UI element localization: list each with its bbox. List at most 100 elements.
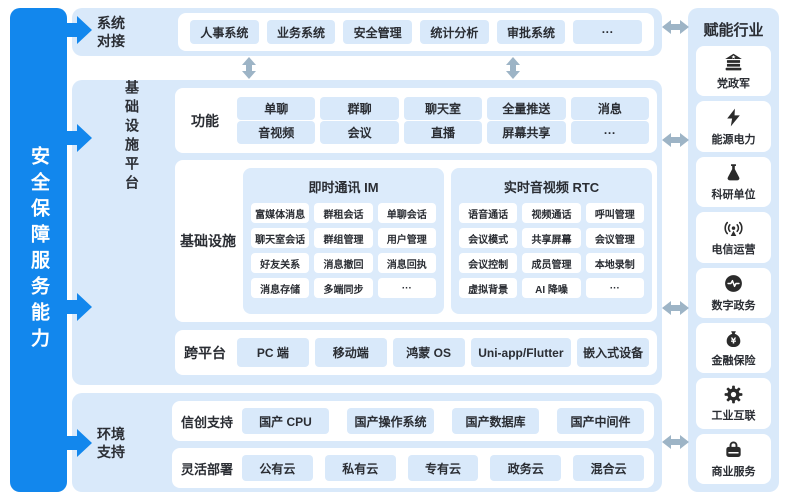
xinchuang-chip: 国产 CPU (242, 408, 329, 434)
double-arrow-horizontal-icon (662, 133, 689, 147)
industry-label: 党政军 (717, 78, 750, 91)
rtc-chip: 本地录制 (585, 253, 644, 273)
industry-label: 金融保险 (711, 355, 756, 368)
cross-platform-label: 跨平台 (184, 344, 226, 361)
feature-chip: 单聊 (237, 97, 316, 120)
industry-card: 数字政务 (696, 267, 771, 318)
feature-chip: 消息 (570, 97, 650, 120)
industry-label: 商业服务 (711, 465, 756, 478)
industry-card: 党政军 (696, 46, 771, 97)
industry-card: 工业互联 (696, 378, 771, 429)
industry-label: 数字政务 (711, 299, 756, 312)
infrastructure-row: 基础设施 即时通讯 IM 富媒体消息 群租会话 单聊会话 聊天室会话 群组管理 … (175, 160, 657, 322)
rtc-chip: 语音通话 (459, 203, 518, 223)
briefcase-icon (723, 439, 744, 461)
im-chip: 好友关系 (251, 253, 310, 273)
platform-label: 基础设施平台 (124, 80, 140, 194)
rtc-chip: 共享屏幕 (522, 228, 581, 248)
flask-icon (723, 162, 744, 184)
environment-panel: 环境支持 信创支持 国产 CPU 国产操作系统 国产数据库 国产中间件 灵活部署… (72, 393, 662, 492)
im-chip: 消息回执 (377, 253, 436, 273)
cross-platform-chip: 鸿蒙 OS (392, 338, 465, 367)
industry-card: 科研单位 (696, 156, 771, 208)
arrow-right-icon (66, 429, 92, 457)
double-arrow-vertical-icon (242, 57, 256, 79)
system-chip: 人事系统 (190, 20, 259, 44)
rtc-title: 实时音视频 RTC (503, 180, 600, 195)
security-capability-bar: 安全保障服务能力 (10, 8, 67, 492)
rtc-chip: AI 降噪 (522, 278, 581, 298)
rtc-chip: 呼叫管理 (585, 203, 644, 223)
im-chip: 富媒体消息 (251, 203, 310, 223)
feature-chip: 全量推送 (487, 97, 566, 120)
rtc-grid: 语音通话 视频通话 呼叫管理 会议模式 共享屏幕 会议管理 会议控制 成员管理 … (451, 203, 652, 298)
feature-chip: 聊天室 (403, 97, 483, 120)
money-bag-icon: ¥ (723, 328, 744, 350)
industry-card: 能源电力 (696, 101, 771, 152)
features-row: 功能 单聊 群聊 聊天室 全量推送 消息 音视频 会议 直播 屏幕共享 ··· (175, 88, 657, 153)
deployment-chip: 混合云 (573, 455, 644, 481)
industry-card: ¥ 金融保险 (696, 322, 771, 374)
system-chip: 安全管理 (343, 20, 413, 44)
xinchuang-label: 信创支持 (180, 414, 233, 430)
deployment-label: 灵活部署 (180, 461, 233, 477)
industry-label: 能源电力 (711, 133, 756, 146)
system-integration-label: 系统对接 (97, 14, 125, 49)
lightning-icon (723, 107, 744, 129)
industry-label: 工业互联 (711, 410, 756, 423)
industry-label: 科研单位 (711, 188, 756, 201)
feature-chip: 会议 (320, 121, 399, 144)
double-arrow-horizontal-icon (662, 435, 689, 449)
double-arrow-vertical-icon (506, 57, 520, 79)
feature-chip: 直播 (403, 121, 483, 144)
industry-label: 电信运营 (711, 244, 756, 257)
features-row-2: 音视频 会议 直播 屏幕共享 ··· (237, 121, 650, 144)
security-capability-label: 安全保障服务能力 (28, 146, 49, 354)
deployment-chip: 公有云 (242, 455, 313, 481)
cross-platform-row: 跨平台 PC 端 移动端 鸿蒙 OS Uni-app/Flutter 嵌入式设备 (175, 330, 657, 375)
rtc-chip: 会议模式 (459, 228, 518, 248)
im-chip: 群租会话 (314, 203, 373, 223)
rtc-chip: 成员管理 (522, 253, 581, 273)
deployment-chip: 政务云 (490, 455, 562, 481)
more-chip: ··· (377, 278, 436, 298)
feature-chip: 音视频 (237, 121, 316, 144)
deployment-chip: 私有云 (324, 455, 396, 481)
arrow-right-icon (66, 124, 92, 152)
pulse-icon (723, 273, 744, 295)
deployment-row: 灵活部署 公有云 私有云 专有云 政务云 混合云 (172, 448, 654, 488)
im-chip: 消息撤回 (314, 253, 373, 273)
cross-platform-chip: Uni-app/Flutter (470, 338, 572, 367)
arrow-right-icon (66, 293, 92, 321)
im-chip: 群组管理 (314, 228, 373, 248)
arrow-right-icon (66, 16, 92, 44)
environment-label: 环境支持 (97, 425, 125, 460)
svg-text:¥: ¥ (731, 336, 737, 345)
xinchuang-chip: 国产数据库 (452, 408, 539, 434)
im-subpanel: 即时通讯 IM 富媒体消息 群租会话 单聊会话 聊天室会话 群组管理 用户管理 … (243, 168, 444, 314)
rtc-subpanel: 实时音视频 RTC 语音通话 视频通话 呼叫管理 会议模式 共享屏幕 会议管理 … (451, 168, 652, 314)
more-chip: ··· (585, 278, 644, 298)
system-integration-row: 人事系统 业务系统 安全管理 统计分析 审批系统 ··· (178, 13, 654, 51)
system-chip: 统计分析 (420, 20, 489, 44)
infrastructure-platform-panel: 基础设施平台 功能 单聊 群聊 聊天室 全量推送 消息 音视频 会议 直播 屏幕… (72, 80, 662, 385)
rtc-chip: 会议管理 (585, 228, 644, 248)
gear-icon (723, 383, 744, 405)
rtc-chip: 会议控制 (459, 253, 518, 273)
im-chip: 消息存储 (251, 278, 310, 298)
rtc-chip: 虚拟背景 (459, 278, 518, 298)
im-chip: 聊天室会话 (251, 228, 310, 248)
cross-platform-chip: PC 端 (237, 338, 309, 367)
rtc-chip: 视频通话 (522, 203, 581, 223)
im-title: 即时通讯 IM (308, 180, 379, 195)
double-arrow-horizontal-icon (662, 20, 689, 34)
cross-platform-chip: 嵌入式设备 (577, 338, 650, 367)
industry-card: 电信运营 (696, 212, 771, 263)
xinchuang-chip: 国产操作系统 (347, 408, 434, 434)
industries-panel: 赋能行业 党政军 能源电力 科研单位 (688, 8, 779, 492)
im-chip: 用户管理 (377, 228, 436, 248)
industry-card: 商业服务 (696, 433, 771, 484)
xinchuang-row: 信创支持 国产 CPU 国产操作系统 国产数据库 国产中间件 (172, 401, 654, 441)
system-integration-panel: 系统对接 人事系统 业务系统 安全管理 统计分析 审批系统 ··· (72, 8, 662, 56)
